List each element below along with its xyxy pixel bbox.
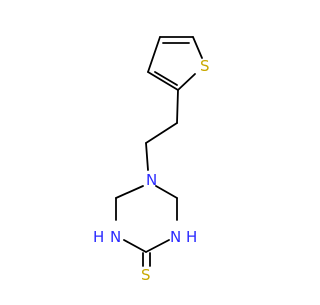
bond-nh-c-right (145, 239, 170, 253)
bond-ch2-n (145, 142, 149, 171)
atom-label-nh-left-nitrogen: N (110, 228, 121, 246)
bond-n-ch2-right (155, 185, 178, 199)
bond-group (115, 36, 203, 267)
atom-label-nh-right-nitrogen: N (170, 228, 181, 246)
bond-c2-s-thiophene (177, 73, 196, 91)
atom-label-nh-right-hydrogen: H (186, 228, 197, 246)
atom-label-sulfur-ring: S (200, 57, 210, 75)
molecule-structure-diagram: S N H N N H S (93, 36, 210, 284)
molecule-svg: S N H N N H S (93, 36, 210, 284)
bond-c3-c2-thiophene-double (154, 71, 178, 86)
bond-c2-ch2 (176, 89, 179, 124)
bond-c4-c3-thiophene (147, 36, 161, 73)
atom-label-sulfur-thione: S (141, 266, 151, 284)
bond-c3-c2-thiophene (147, 71, 179, 91)
bond-nh-c-left (123, 239, 147, 253)
bond-n-ch2-left (115, 185, 144, 199)
atom-label-nitrogen-ring: N (146, 171, 157, 189)
atom-label-group: S N H N N H S (93, 57, 210, 284)
bond-ch2-ch2 (145, 122, 178, 144)
atom-label-nh-left-hydrogen: H (93, 228, 104, 246)
bond-s-c5-thiophene (192, 36, 203, 59)
